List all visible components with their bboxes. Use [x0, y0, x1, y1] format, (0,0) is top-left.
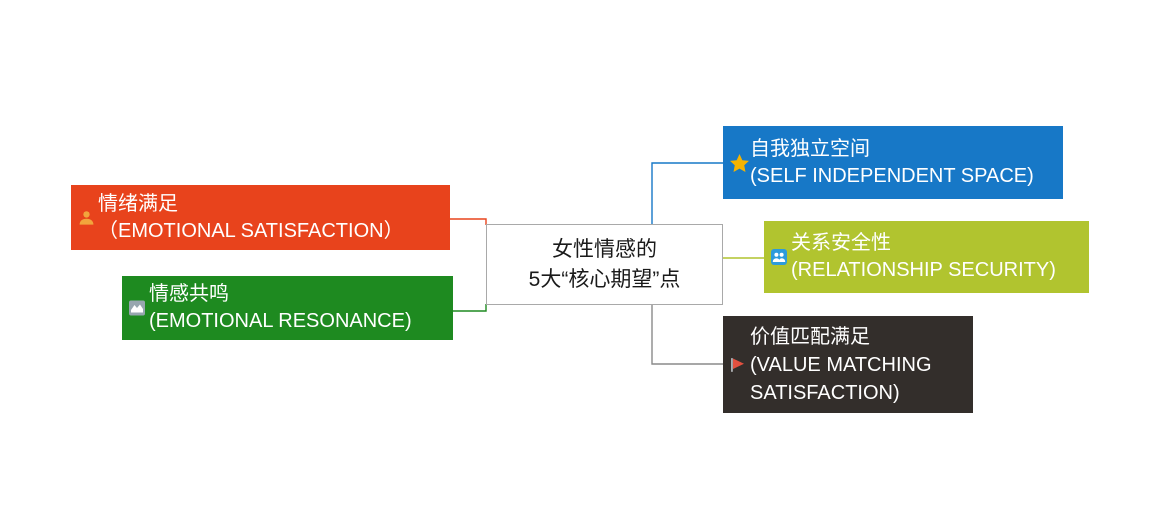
connector-self-independent-space — [651, 162, 723, 224]
branch-label: 情感共鸣 — [149, 283, 229, 305]
branch-label: 自我独立空间 — [750, 137, 870, 160]
person-icon — [78, 209, 95, 226]
flag-icon — [730, 356, 745, 373]
branch-label: 价值匹配满足 — [750, 325, 870, 348]
star-icon — [730, 153, 749, 172]
branch-label-en: (RELATIONSHIP SECURITY) — [791, 259, 1056, 281]
branch-relationship-security[interactable]: 关系安全性 (RELATIONSHIP SECURITY) — [764, 221, 1089, 293]
branch-emotional-resonance[interactable]: 情感共鸣 (EMOTIONAL RESONANCE) — [122, 276, 453, 340]
connector-value-matching-satisfaction — [651, 305, 723, 365]
branch-self-independent-space[interactable]: 自我独立空间 (SELF INDEPENDENT SPACE) — [723, 126, 1063, 199]
central-topic[interactable]: 女性情感的 5大“核心期望”点 — [486, 224, 723, 305]
area-chart-icon — [129, 300, 145, 316]
branch-label-en: (SELF INDEPENDENT SPACE) — [750, 164, 1034, 187]
branch-label-en: (VALUE MATCHING SATISFACTION) — [750, 353, 932, 404]
branch-emotional-satisfaction[interactable]: 情绪满足 （EMOTIONAL SATISFACTION） — [71, 185, 450, 250]
central-topic-line2: 5大“核心期望”点 — [528, 267, 681, 291]
connector-emotional-resonance — [453, 304, 487, 312]
branch-value-matching-satisfaction[interactable]: 价值匹配满足 (VALUE MATCHING SATISFACTION) — [723, 316, 973, 413]
branch-label-en: （EMOTIONAL SATISFACTION） — [98, 219, 404, 242]
branch-label: 情绪满足 — [98, 192, 178, 215]
central-topic-line1: 女性情感的 — [552, 237, 657, 261]
branch-label: 关系安全性 — [791, 232, 891, 254]
branch-label-en: (EMOTIONAL RESONANCE) — [149, 310, 412, 332]
connector-emotional-satisfaction — [450, 218, 487, 225]
users-icon — [771, 249, 787, 265]
